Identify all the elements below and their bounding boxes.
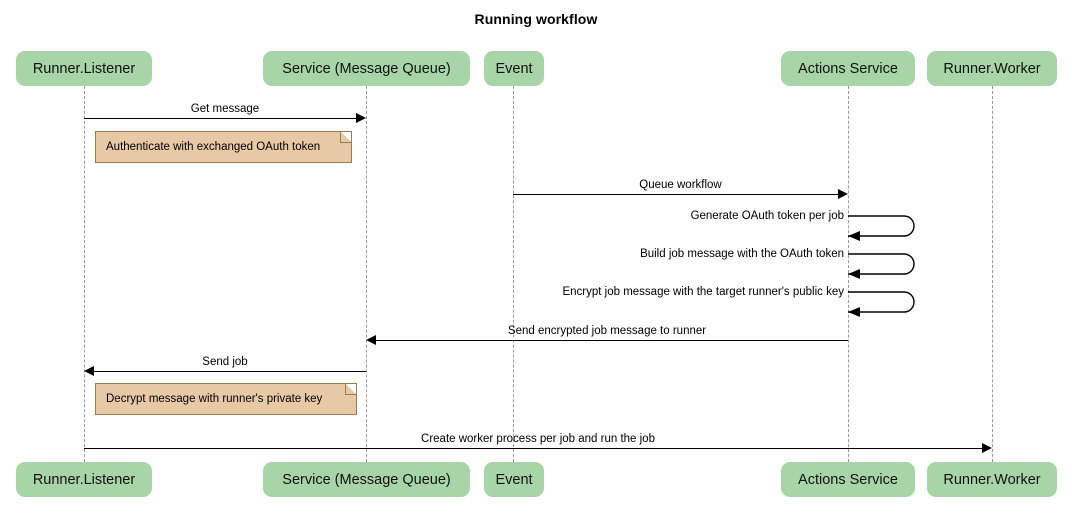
message-line-queue-workflow [513, 194, 838, 195]
participant-label: Runner.Listener [32, 60, 136, 77]
lifeline-runner-listener [84, 86, 85, 462]
arrowhead-right-icon [982, 443, 992, 453]
message-label-get-message: Get message [190, 103, 260, 115]
arrowhead-left-icon [84, 366, 94, 376]
self-message-build-job-message [846, 249, 920, 279]
participant-actions-service-bottom[interactable]: Actions Service [781, 462, 915, 497]
message-label-send-job: Send job [202, 356, 248, 368]
arrowhead-right-icon [356, 113, 366, 123]
participant-label: Service (Message Queue) [282, 471, 451, 488]
note-fold-corner-icon [345, 384, 356, 395]
participant-event-top[interactable]: Event [484, 51, 544, 86]
message-line-send-job [94, 371, 366, 372]
message-line-get-message [84, 118, 356, 119]
message-label-send-encrypted-job-message: Send encrypted job message to runner [507, 325, 707, 337]
arrowhead-left-icon [366, 335, 376, 345]
participant-event-bottom[interactable]: Event [484, 462, 544, 497]
participant-label: Event [495, 60, 533, 77]
lifeline-runner-worker [992, 86, 993, 462]
participant-runner-worker-top[interactable]: Runner.Worker [927, 51, 1057, 86]
participant-label: Service (Message Queue) [282, 60, 451, 77]
participant-label: Event [495, 471, 533, 488]
note-authenticate-oauth: Authenticate with exchanged OAuth token [95, 131, 352, 163]
participant-label: Runner.Worker [943, 471, 1041, 488]
note-text: Authenticate with exchanged OAuth token [106, 141, 321, 153]
note-decrypt-private-key: Decrypt message with runner's private ke… [95, 383, 357, 415]
message-line-create-worker-process [84, 448, 982, 449]
self-message-generate-oauth-token [846, 211, 920, 241]
participant-runner-listener-bottom[interactable]: Runner.Listener [16, 462, 152, 497]
message-label-queue-workflow: Queue workflow [639, 179, 722, 191]
participant-service-message-queue-top[interactable]: Service (Message Queue) [263, 51, 470, 86]
message-label-encrypt-job-message: Encrypt job message with the target runn… [562, 286, 844, 298]
lifeline-service-message-queue [366, 86, 367, 462]
participant-runner-worker-bottom[interactable]: Runner.Worker [927, 462, 1057, 497]
arrowhead-right-icon [838, 189, 848, 199]
participant-actions-service-top[interactable]: Actions Service [781, 51, 915, 86]
participant-runner-listener-top[interactable]: Runner.Listener [16, 51, 152, 86]
participant-service-message-queue-bottom[interactable]: Service (Message Queue) [263, 462, 470, 497]
participant-label: Runner.Worker [943, 60, 1041, 77]
participant-label: Runner.Listener [32, 471, 136, 488]
participant-label: Actions Service [798, 471, 898, 488]
message-label-create-worker-process: Create worker process per job and run th… [421, 433, 655, 445]
participant-label: Actions Service [798, 60, 898, 77]
message-line-send-encrypted-job-message [376, 340, 848, 341]
self-message-encrypt-job-message [846, 287, 920, 317]
diagram-title: Running workflow [474, 11, 598, 27]
note-fold-corner-icon [340, 132, 351, 143]
lifeline-event [513, 86, 514, 462]
message-label-generate-oauth-token: Generate OAuth token per job [690, 210, 844, 222]
message-label-build-job-message: Build job message with the OAuth token [640, 248, 844, 260]
note-text: Decrypt message with runner's private ke… [106, 393, 323, 405]
